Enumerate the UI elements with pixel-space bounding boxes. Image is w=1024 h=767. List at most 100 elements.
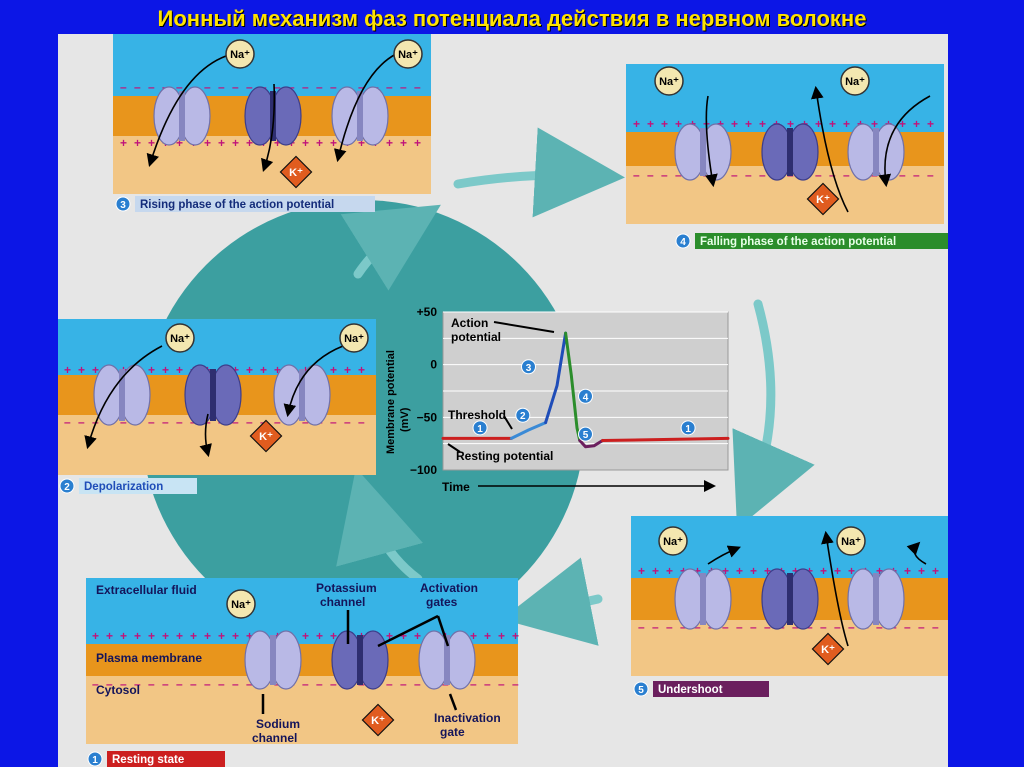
charge-mark: + — [162, 629, 169, 643]
charge-mark: + — [232, 629, 239, 643]
charge-mark: + — [414, 629, 421, 643]
charge-mark: – — [736, 620, 743, 634]
sodium-ion-icon: Na⁺ — [227, 590, 255, 618]
charge-mark: – — [204, 677, 211, 691]
charge-mark: + — [330, 363, 337, 377]
phase-number: 5 — [638, 685, 644, 696]
charge-mark: – — [745, 168, 752, 182]
charge-mark: + — [820, 564, 827, 578]
sodium-ion-label: Na⁺ — [231, 599, 251, 611]
sodium-ion-icon: Na⁺ — [226, 40, 254, 68]
charge-mark: + — [148, 629, 155, 643]
sodium-ion-icon: Na⁺ — [340, 324, 368, 352]
charge-mark: + — [344, 363, 351, 377]
curve-phase-1 — [603, 438, 728, 440]
charge-mark: – — [386, 677, 393, 691]
label-extracellular: Extracellular fluid — [96, 583, 197, 597]
diagram-canvas: ––––––––––––––––––––––++++++++++++++++++… — [58, 34, 948, 767]
potassium-channel — [185, 365, 241, 425]
phase-label: Falling phase of the action potential — [700, 236, 896, 248]
charge-mark: + — [176, 629, 183, 643]
charge-mark: + — [134, 629, 141, 643]
charge-mark: + — [120, 629, 127, 643]
charge-mark: – — [134, 80, 141, 94]
charge-mark: + — [162, 363, 169, 377]
charge-mark: – — [344, 415, 351, 429]
charge-mark: + — [834, 564, 841, 578]
charge-mark: + — [64, 363, 71, 377]
charge-mark: – — [302, 677, 309, 691]
potassium-ion-label: K⁺ — [289, 167, 303, 179]
charge-mark: + — [134, 136, 141, 150]
charge-mark: – — [843, 168, 850, 182]
charge-mark: – — [176, 677, 183, 691]
label-inactivation-1: Inactivation — [434, 711, 501, 725]
diagram-panel: ––––––––––––––––––––––++++++++++++++++++… — [58, 34, 948, 767]
potassium-channel — [762, 124, 818, 180]
label-sodium-channel-2: channel — [252, 731, 297, 745]
phase-marker-number: 1 — [477, 424, 483, 435]
phase-marker-number: 4 — [583, 392, 589, 403]
sodium-ion-label: Na⁺ — [170, 333, 190, 345]
charge-mark: – — [400, 80, 407, 94]
phase-marker: 4 — [579, 389, 593, 403]
charge-mark: + — [731, 117, 738, 131]
charge-mark: – — [204, 80, 211, 94]
sodium-ion-icon: Na⁺ — [394, 40, 422, 68]
charge-mark: + — [498, 629, 505, 643]
phase-marker: 1 — [473, 421, 487, 435]
charge-mark: – — [218, 80, 225, 94]
potassium-ion-label: K⁺ — [259, 431, 273, 443]
charge-mark: – — [316, 80, 323, 94]
charge-mark: – — [148, 415, 155, 429]
charge-mark: + — [218, 629, 225, 643]
charge-mark: + — [148, 136, 155, 150]
charge-mark: – — [498, 677, 505, 691]
phase-tag: 3Rising phase of the action potential — [116, 196, 375, 212]
annotation-threshold: Threshold — [448, 408, 506, 422]
charge-mark: + — [666, 564, 673, 578]
charge-mark: – — [302, 80, 309, 94]
sodium-ion-label: Na⁺ — [230, 49, 250, 61]
sodium-channel — [154, 87, 210, 145]
charge-mark: + — [260, 363, 267, 377]
charge-mark: – — [148, 80, 155, 94]
phase-marker: 2 — [516, 408, 530, 422]
charge-mark: – — [927, 168, 934, 182]
charge-mark: – — [512, 677, 519, 691]
potassium-ion-label: K⁺ — [816, 194, 830, 206]
charge-mark: – — [731, 168, 738, 182]
label-cytosol: Cytosol — [96, 683, 140, 697]
charge-mark: – — [913, 168, 920, 182]
charge-mark: – — [652, 620, 659, 634]
sodium-ion-label: Na⁺ — [659, 76, 679, 88]
charge-mark: – — [190, 677, 197, 691]
charge-mark: – — [400, 677, 407, 691]
phase-label: Undershoot — [658, 684, 723, 696]
label-activation-1: Activation — [420, 581, 478, 595]
sodium-channel — [94, 365, 150, 425]
phase-tag: 2Depolarization — [60, 478, 197, 494]
charge-mark: + — [932, 564, 939, 578]
charge-mark: – — [162, 677, 169, 691]
phase-marker: 1 — [681, 421, 695, 435]
charge-mark: + — [316, 136, 323, 150]
charge-mark: – — [162, 415, 169, 429]
charge-mark: – — [633, 168, 640, 182]
page-title: Ионный механизм фаз потенциала действия … — [0, 6, 1024, 32]
sodium-ion-icon: Na⁺ — [837, 527, 865, 555]
charge-mark: – — [932, 620, 939, 634]
charge-mark: + — [484, 629, 491, 643]
charge-mark: + — [246, 363, 253, 377]
charge-mark: + — [904, 564, 911, 578]
charge-mark: – — [148, 677, 155, 691]
sodium-ion-icon: Na⁺ — [659, 527, 687, 555]
y-tick-label: 0 — [430, 358, 437, 372]
charge-mark: + — [302, 136, 309, 150]
charge-mark: + — [400, 136, 407, 150]
charge-mark: – — [666, 620, 673, 634]
charge-mark: + — [633, 117, 640, 131]
charge-mark: + — [843, 117, 850, 131]
phase-marker-number: 5 — [583, 430, 589, 441]
phase-label: Rising phase of the action potential — [140, 199, 334, 211]
